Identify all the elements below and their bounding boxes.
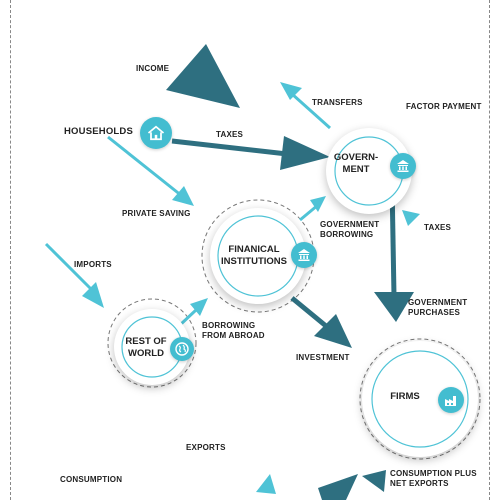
taxes-firms-label: TAXES — [424, 223, 452, 232]
taxes-firms-arrowhead — [402, 210, 420, 226]
borrowing-abroad-label: BORROWING FROM ABROAD — [202, 321, 265, 340]
factory-icon — [438, 387, 464, 413]
rest-dashed-ring — [107, 298, 197, 388]
gov-purchases-label: GOVERNMENT PURCHASES — [408, 298, 468, 317]
bank-icon — [390, 153, 416, 179]
firms-dashed-ring — [359, 338, 481, 460]
income-label: INCOME — [136, 64, 170, 73]
factor-payment-label: FACTOR PAYMENT — [406, 102, 482, 111]
globe-icon — [170, 337, 194, 361]
investment-label: INVESTMENT — [296, 353, 350, 362]
rest-of-world-label: REST OF WORLD — [125, 336, 167, 359]
financial-label: FINANICAL INSTITUTIONS — [221, 244, 287, 267]
consumption-plus-label: CONSUMPTION PLUS NET EXPORTS — [390, 469, 477, 488]
taxes-arrow-line — [171, 138, 297, 158]
transfers-arrowhead — [280, 82, 302, 100]
imports-label: IMPORTS — [74, 260, 112, 269]
firms-ring — [371, 350, 469, 448]
private-saving-arrow-line — [107, 135, 183, 198]
dashed-frame-right — [489, 0, 490, 500]
imports-arrowhead — [82, 282, 104, 308]
firms-label: FIRMS — [390, 391, 420, 402]
consumption-plus-arrowhead — [362, 470, 386, 492]
gov-purchases-arrowhead — [374, 292, 414, 322]
gov-borrowing-arrowhead — [310, 196, 326, 212]
bank-icon — [291, 242, 317, 268]
investment-arrowhead — [314, 314, 352, 348]
exports-label: EXPORTS — [186, 443, 226, 452]
taxes-arrowhead — [280, 136, 330, 170]
consumption-label: CONSUMPTION — [60, 475, 123, 484]
transfers-label: TRANSFERS — [312, 98, 363, 107]
dashed-frame-left — [10, 0, 11, 500]
financial-node[interactable] — [210, 208, 306, 304]
exports-arrowhead — [256, 474, 276, 494]
imports-arrow-line — [44, 242, 94, 292]
borrowing-abroad-arrow-line — [178, 308, 198, 327]
gov-borrowing-label: GOVERNMENT BORROWING — [320, 220, 380, 239]
private-saving-label: PRIVATE SAVING — [122, 209, 191, 218]
households-label: HOUSEHOLDS — [64, 126, 134, 137]
taxes-household-label: TAXES — [216, 130, 244, 139]
consumption-arrowhead — [318, 474, 358, 500]
income-arrow — [166, 44, 240, 108]
house-icon — [140, 117, 172, 149]
investment-arrow-line — [290, 296, 328, 328]
transfers-arrow-line — [290, 92, 332, 130]
government-label: GOVERN- MENT — [333, 152, 379, 175]
private-saving-arrowhead — [172, 186, 194, 206]
borrowing-abroad-arrowhead — [190, 298, 208, 316]
